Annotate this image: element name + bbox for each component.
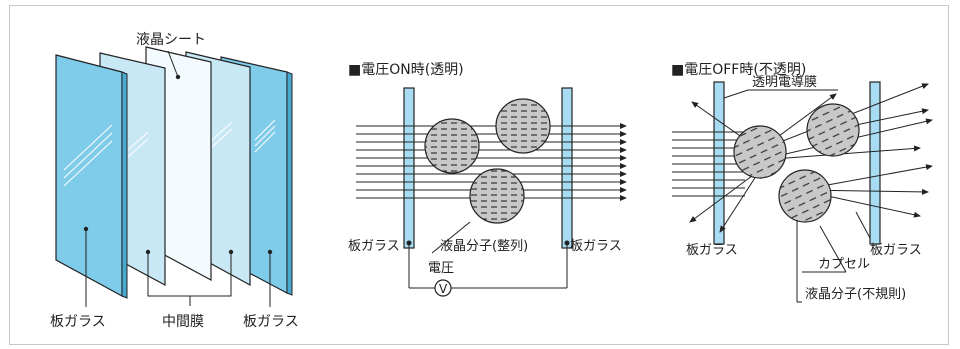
leader-dot xyxy=(83,226,89,232)
leader-dot xyxy=(175,74,181,80)
title-voltage-on: ■電圧ON時(透明) xyxy=(348,62,464,78)
label-glass-left-off: 板ガラス xyxy=(686,243,738,258)
voltage-circuit xyxy=(408,221,568,289)
label-glass-left: 板ガラス xyxy=(50,314,106,330)
lc-capsule-aligned xyxy=(495,98,551,154)
lc-capsule-random xyxy=(806,103,860,157)
leader-dot xyxy=(145,249,151,255)
label-lc-random: 液晶分子(不規則) xyxy=(805,287,906,302)
glass-bar-left xyxy=(713,81,725,245)
left-leaders xyxy=(85,50,271,307)
lc-capsule-random xyxy=(778,169,832,223)
label-glass-left-on: 板ガラス xyxy=(348,239,400,254)
lc-capsule-aligned xyxy=(469,168,525,224)
laminated-glass-exploded-view: 液晶シート 板ガラス 中間膜 板ガラス xyxy=(50,32,299,330)
voltage-off-diagram: ■電圧OFF時(不透明) xyxy=(671,62,933,303)
light-rays-incoming xyxy=(672,131,745,197)
right-leaders xyxy=(723,89,871,303)
title-voltage-off: ■電圧OFF時(不透明) xyxy=(671,62,806,78)
glass-bar-right xyxy=(561,87,573,249)
glass-bar-right xyxy=(869,81,881,245)
voltage-on-diagram: ■電圧ON時(透明) xyxy=(348,62,627,297)
glass-bar-left xyxy=(403,87,415,249)
leader-dot xyxy=(228,249,234,255)
lc-capsule-random xyxy=(733,125,787,179)
label-voltage: 電圧 xyxy=(428,261,454,276)
leader-dot xyxy=(267,249,273,255)
terminal-dot xyxy=(406,240,412,246)
label-interlayer: 中間膜 xyxy=(162,314,204,330)
label-lc-sheet: 液晶シート xyxy=(136,32,206,48)
label-lc-aligned: 液晶分子(整列) xyxy=(440,239,528,254)
voltmeter-symbol: V xyxy=(439,282,448,296)
label-glass-right: 板ガラス xyxy=(243,314,299,330)
label-glass-right-off: 板ガラス xyxy=(870,243,922,258)
glass-pane-front xyxy=(55,54,128,299)
lc-capsule-aligned xyxy=(424,118,480,174)
voltmeter-icon xyxy=(434,279,452,297)
label-film: 透明電導膜 xyxy=(752,75,817,90)
label-glass-right-on: 板ガラス xyxy=(570,239,622,254)
terminal-dot xyxy=(564,240,570,246)
label-capsule: カプセル xyxy=(818,257,870,272)
